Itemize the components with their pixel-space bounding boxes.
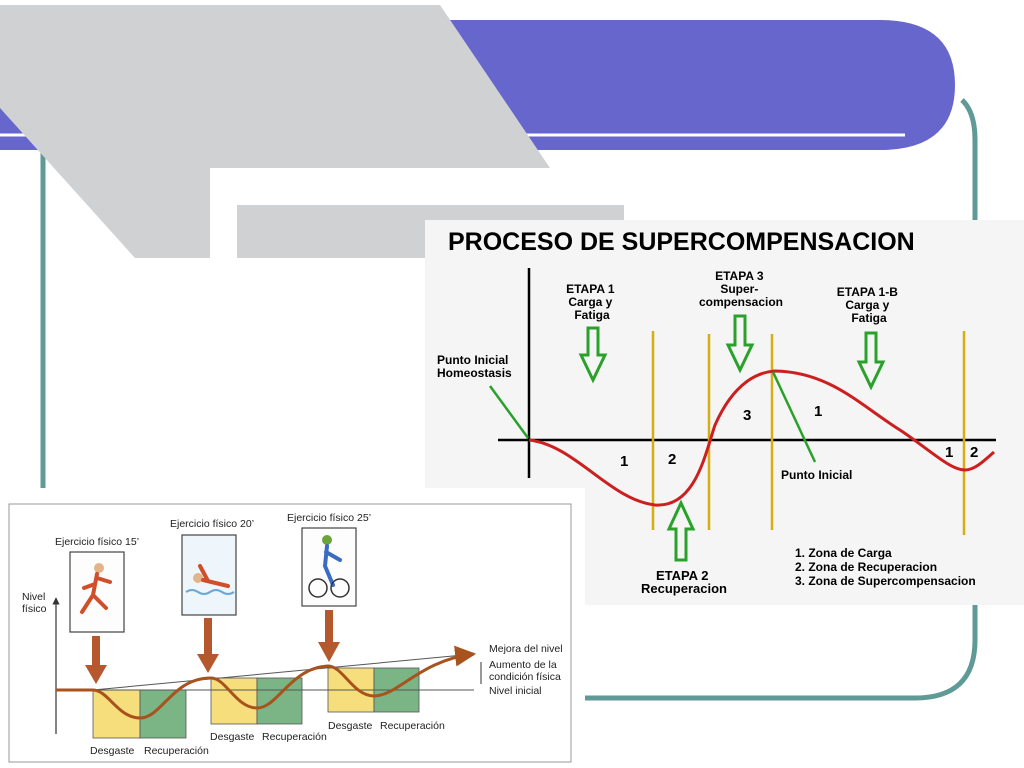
etapa1b-label: ETAPA 1-B Carga y Fatiga bbox=[837, 285, 901, 325]
aumento-condicion-label: Aumento de la condición física bbox=[489, 659, 561, 683]
down-arrow-icon bbox=[725, 314, 755, 374]
homeostasis-pointer bbox=[488, 385, 530, 439]
zone-number: 2 bbox=[668, 451, 676, 468]
gray-arrow-shape bbox=[0, 5, 550, 258]
frame-border bbox=[40, 98, 978, 701]
exercise-card-swimming: Ejercicio físico 20’ bbox=[170, 518, 254, 673]
zone-number: 2 bbox=[970, 444, 978, 461]
swimmer-image bbox=[181, 534, 237, 616]
stage-arrows bbox=[578, 314, 886, 562]
arrow-icon bbox=[197, 618, 219, 673]
supercompensation-curve bbox=[528, 369, 995, 507]
bike-wheel bbox=[308, 578, 328, 598]
diagram-title: PROCESO DE SUPERCOMPENSACION bbox=[448, 228, 915, 256]
desgaste-block bbox=[92, 689, 141, 739]
cyclist-body bbox=[323, 544, 342, 587]
zone-number: 1 bbox=[814, 403, 822, 420]
arrow-icon bbox=[85, 636, 107, 684]
water-waves bbox=[185, 589, 235, 595]
phase-label: Desgaste bbox=[210, 731, 255, 743]
bike-wheel bbox=[330, 578, 350, 598]
recuperacion-block bbox=[256, 677, 303, 725]
stage-lines bbox=[651, 331, 966, 535]
homeostasis-label: Punto Inicial Homeostasis bbox=[437, 353, 512, 380]
etapa2-label: ETAPA 2 Recuperacion bbox=[641, 568, 727, 596]
mejora-trend-line bbox=[92, 653, 475, 691]
zone-number: 1 bbox=[620, 453, 628, 470]
phase-label: Recuperación bbox=[380, 720, 445, 732]
etapa3-label: ETAPA 3 Super- compensacion bbox=[699, 269, 783, 309]
punto-inicial-pointer bbox=[771, 371, 817, 463]
down-arrow-icon bbox=[856, 331, 886, 391]
nivel-inicial-label: Nivel inicial bbox=[489, 685, 542, 697]
cyclist-icon bbox=[322, 535, 332, 545]
swimmer-icon bbox=[193, 573, 203, 583]
punto-inicial-label: Punto Inicial bbox=[781, 468, 852, 482]
training-wave-curve bbox=[56, 645, 477, 720]
runner-icon bbox=[94, 563, 104, 573]
exercise-label: Ejercicio físico 20’ bbox=[170, 518, 254, 530]
arrow-icon bbox=[318, 610, 340, 662]
desgaste-block bbox=[210, 677, 258, 725]
phase-label: Recuperación bbox=[262, 731, 327, 743]
phase-label: Desgaste bbox=[328, 720, 373, 732]
y-axis-label: Nivel físico bbox=[22, 591, 48, 615]
recuperacion-block bbox=[139, 689, 187, 739]
runner-body bbox=[80, 572, 112, 614]
phase-label: Desgaste bbox=[90, 745, 135, 757]
physical-level-diagram: Nivel físico Mejora del nivel Aumento de… bbox=[0, 488, 585, 768]
zone-number: 3 bbox=[743, 407, 751, 424]
exercise-label: Ejercicio físico 25’ bbox=[287, 512, 371, 524]
etapa1-label: ETAPA 1 Carga y Fatiga bbox=[566, 282, 618, 322]
exercise-card-running: Ejercicio físico 15’ bbox=[55, 536, 139, 684]
phase-label: Recuperación bbox=[144, 745, 209, 757]
zone-number: 1 bbox=[945, 444, 953, 461]
zone-legend: 1. Zona de Carga 2. Zona de Recuperacion… bbox=[795, 546, 976, 588]
swimmer-body bbox=[198, 564, 230, 588]
down-arrow-icon bbox=[578, 326, 608, 384]
exercise-label: Ejercicio físico 15’ bbox=[55, 536, 139, 548]
mejora-nivel-label: Mejora del nivel bbox=[489, 643, 563, 655]
up-arrow-icon bbox=[666, 499, 696, 562]
exercise-card-cycling: Ejercicio físico 25’ bbox=[287, 512, 371, 662]
